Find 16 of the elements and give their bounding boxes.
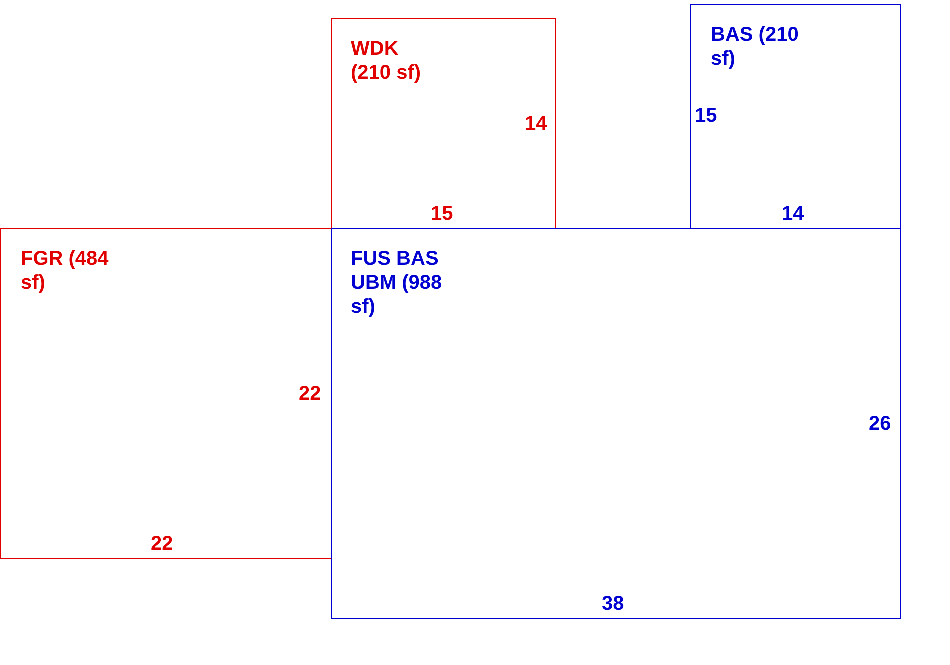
dimension-label: 14: [525, 112, 548, 136]
dimension-label: 15: [431, 202, 454, 226]
dimension-label: 15: [695, 104, 718, 128]
room-outline: [331, 228, 901, 619]
dimension-label: 22: [151, 532, 174, 556]
room-label: FGR (484 sf): [21, 247, 110, 295]
room-label: WDK (210 sf): [351, 37, 422, 85]
room-outline: [331, 18, 556, 229]
dimension-label: 38: [602, 592, 624, 616]
dimension-label: 26: [869, 412, 892, 436]
room-outline: [690, 4, 901, 229]
dimension-label: 14: [782, 202, 804, 226]
room-label: FUS BAS UBM (988 sf): [351, 247, 443, 319]
dimension-label: 22: [299, 382, 322, 406]
room-outline: [0, 228, 332, 559]
room-label: BAS (210 sf): [711, 23, 800, 71]
